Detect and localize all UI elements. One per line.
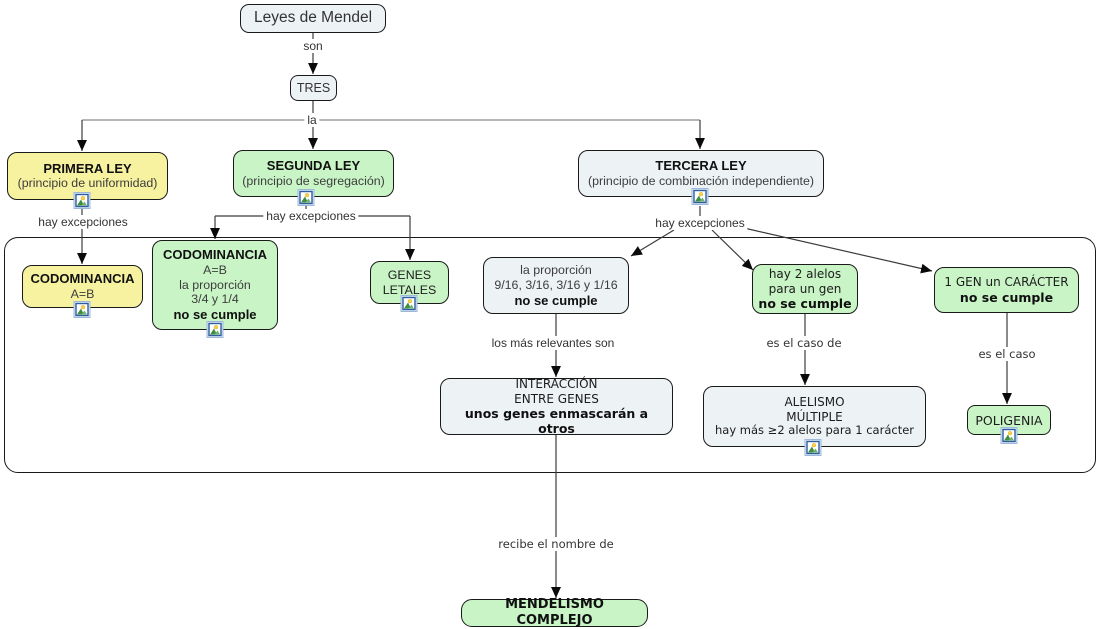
node-line: la proporción <box>520 262 592 277</box>
node-line: MÚLTIPLE <box>786 409 843 424</box>
node-line-emphasis: no se cumple <box>959 289 1054 305</box>
image-resource-icon[interactable] <box>298 189 315 206</box>
node-line-emphasis: no se cumple <box>173 307 257 323</box>
exceptions-container <box>4 237 1096 473</box>
node-line: ENTRE GENES <box>514 391 599 406</box>
node-label: MENDELISMO COMPLEJO <box>505 597 604 628</box>
node-line: GENES <box>387 267 432 282</box>
image-resource-icon[interactable] <box>692 188 709 205</box>
node-line: 9/16, 3/16, 3/16 y 1/16 <box>494 277 618 292</box>
edge-label-recibe-el-nombre: recibe el nombre de <box>495 537 617 551</box>
node-title: SEGUNDA LEY <box>266 158 361 174</box>
node-line-emphasis: no se cumple <box>758 295 852 311</box>
node-subtitle: (principio de combinación independiente) <box>588 173 814 188</box>
node-subtitle: (principio de segregación) <box>242 173 385 188</box>
node-dos-alelos[interactable]: hay 2 alelos para un gen no se cumple <box>752 264 858 314</box>
node-leyes-de-mendel[interactable]: Leyes de Mendel <box>240 4 386 33</box>
node-subtitle: (principio de uniformidad) <box>17 176 158 191</box>
edge-label-es-el-caso-de: es el caso de <box>763 336 845 350</box>
image-resource-icon[interactable] <box>74 301 91 318</box>
node-line: hay más ≥2 alelos para 1 carácter <box>714 422 915 437</box>
node-title: CODOMINANCIA <box>30 271 135 287</box>
node-label: Leyes de Mendel <box>253 9 373 27</box>
node-title: TERCERA LEY <box>655 158 747 174</box>
node-segunda-ley[interactable]: SEGUNDA LEY (principio de segregación) <box>233 150 394 197</box>
node-title: CODOMINANCIA <box>163 247 267 263</box>
node-line: hay 2 alelos <box>768 267 842 282</box>
edge-label-hay-excepciones-primera: hay excepciones <box>35 215 131 229</box>
node-title: PRIMERA LEY <box>43 160 132 176</box>
edge-label-es-el-caso: es el caso <box>975 347 1039 361</box>
node-line: ALELISMO <box>784 395 845 410</box>
image-resource-icon[interactable] <box>1001 427 1018 444</box>
node-line: 3/4 y 1/4 <box>191 292 239 307</box>
node-line: A=B <box>203 262 227 277</box>
node-codominancia-segunda[interactable]: CODOMINANCIA A=B la proporción 3/4 y 1/4… <box>152 240 278 330</box>
node-gen-caracter[interactable]: 1 GEN un CARÁCTER no se cumple <box>934 267 1079 313</box>
edge-label-la: la <box>304 113 320 127</box>
image-resource-icon[interactable] <box>207 321 224 338</box>
edge-tercera-gen <box>743 227 933 274</box>
node-line: INTERACCIÓN <box>515 377 598 392</box>
edge-tercera-alelos <box>711 229 754 271</box>
node-interaccion-genes[interactable]: INTERACCIÓN ENTRE GENES unos genes enmas… <box>440 377 673 436</box>
node-line: LETALES <box>382 282 437 297</box>
node-alelismo-multiple[interactable]: ALELISMO MÚLTIPLE hay más ≥2 alelos para… <box>703 386 926 447</box>
node-line-emphasis: unos genes enmascarán a otros <box>464 405 649 436</box>
node-proporcion-no-cumple[interactable]: la proporción 9/16, 3/16, 3/16 y 1/16 no… <box>483 257 629 314</box>
image-resource-icon[interactable] <box>401 295 418 312</box>
node-tres[interactable]: TRES <box>290 75 337 101</box>
node-line: para un gen <box>768 281 842 296</box>
node-codominancia-primera[interactable]: CODOMINANCIA A=B <box>22 265 143 308</box>
node-line: A=B <box>70 286 95 301</box>
node-mendelismo-complejo[interactable]: MENDELISMO COMPLEJO <box>461 597 648 628</box>
image-resource-icon[interactable] <box>805 439 822 456</box>
node-label: TRES <box>296 80 331 95</box>
edge-label-los-mas-relevantes: los más relevantes son <box>488 336 618 350</box>
node-line-emphasis: no se cumple <box>514 292 598 308</box>
edge-label-hay-excepciones-tercera: hay excepciones <box>652 216 748 230</box>
edge-label-son: son <box>300 39 326 53</box>
node-primera-ley[interactable]: PRIMERA LEY (principio de uniformidad) <box>7 152 168 200</box>
edge-label-hay-excepciones-segunda: hay excepciones <box>263 209 359 223</box>
node-line: 1 GEN un CARÁCTER <box>944 275 1069 290</box>
node-label: POLIGENIA <box>975 412 1043 428</box>
node-line: la proporción <box>179 277 251 292</box>
edge-tercera-proporcion <box>630 229 675 257</box>
image-resource-icon[interactable] <box>74 192 91 209</box>
